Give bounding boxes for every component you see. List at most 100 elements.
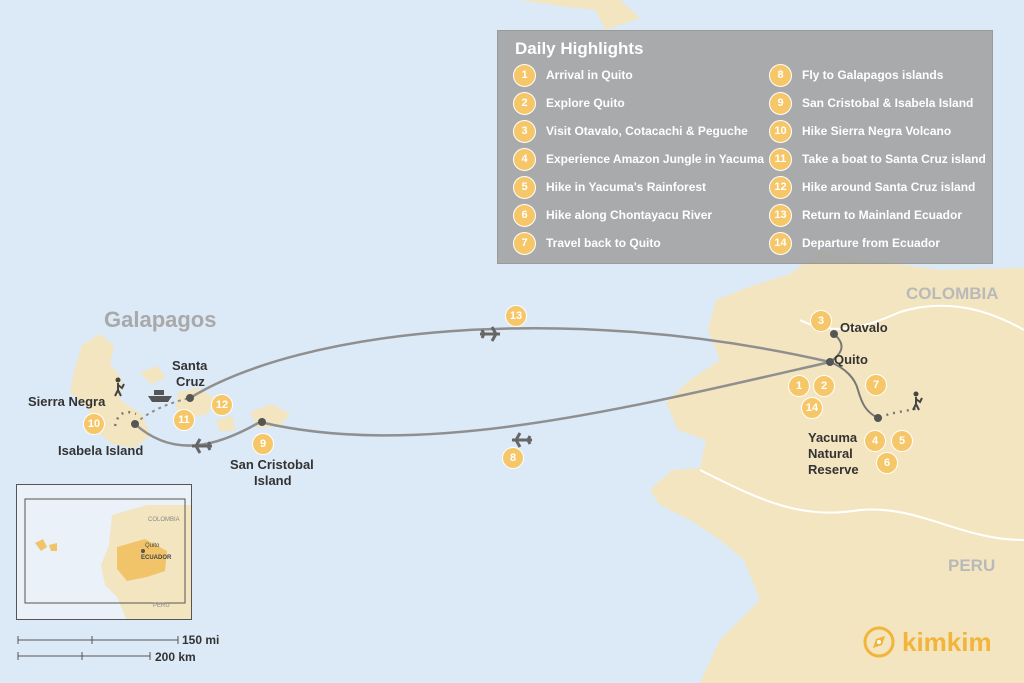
legend-number: 9 — [769, 91, 792, 115]
label-yacuma-line2: Natural — [808, 446, 853, 461]
legend-item: 11 Take a boat to Santa Cruz island — [769, 147, 986, 171]
legend-label: Hike along Chontayacu River — [546, 208, 713, 222]
day-badge: 12 — [211, 394, 233, 416]
legend-item: 7 Travel back to Quito — [513, 231, 661, 255]
day-badge: 2 — [813, 375, 835, 397]
legend-item: 5 Hike in Yacuma's Rainforest — [513, 175, 707, 199]
legend-number: 5 — [513, 175, 536, 199]
land-top — [520, 0, 640, 30]
label-otavalo: Otavalo — [840, 320, 888, 335]
legend-item: 1 Arrival in Quito — [513, 63, 633, 87]
route-flight-return — [189, 326, 831, 400]
legend-item: 4 Experience Amazon Jungle in Yacuma — [513, 147, 765, 171]
legend-label: Take a boat to Santa Cruz island — [802, 152, 986, 166]
legend-label: San Cristobal & Isabela Island — [802, 96, 974, 110]
dot-yacuma — [874, 414, 882, 422]
label-isabela-island: Isabela Island — [58, 443, 144, 458]
day-badge: 7 — [865, 374, 887, 396]
legend-number: 8 — [769, 63, 792, 87]
day-badge: 3 — [810, 310, 832, 332]
legend-number: 14 — [769, 231, 792, 255]
scale-bars — [17, 636, 179, 660]
brand-name: kimkim — [902, 626, 992, 657]
day-badge: 5 — [891, 430, 913, 452]
day-badge: 8 — [502, 447, 524, 469]
trail-sierra-negra — [113, 410, 137, 427]
day-badge: 10 — [83, 413, 105, 435]
label-san-cristobal-line1: San Cristobal — [230, 457, 314, 472]
scale-km: 200 km — [155, 650, 196, 664]
legend-item: 9 San Cristobal & Isabela Island — [769, 91, 974, 115]
legend-item: 10 Hike Sierra Negra Volcano — [769, 119, 952, 143]
label-sierra-negra: Sierra Negra — [28, 394, 106, 409]
route-boat — [134, 397, 191, 425]
dot-santa-cruz — [186, 394, 194, 402]
legend-item: 8 Fly to Galapagos islands — [769, 63, 944, 87]
legend-label: Experience Amazon Jungle in Yacuma — [546, 152, 765, 166]
label-santa-cruz-line2: Cruz — [176, 374, 205, 389]
legend-item: 6 Hike along Chontayacu River — [513, 203, 713, 227]
legend-label: Fly to Galapagos islands — [802, 68, 944, 82]
label-yacuma-line1: Yacuma — [808, 430, 858, 445]
label-yacuma-line3: Reserve — [808, 462, 859, 477]
day-badge: 11 — [173, 409, 195, 431]
legend-number: 11 — [769, 147, 792, 171]
legend-item: 14 Departure from Ecuador — [769, 231, 940, 255]
legend-label: Hike Sierra Negra Volcano — [802, 124, 952, 138]
isabela-island-shape — [70, 334, 150, 448]
hiker-icon-galapagos — [114, 377, 125, 397]
legend-label: Explore Quito — [546, 96, 625, 110]
legend-number: 4 — [513, 147, 536, 171]
label-colombia: COLOMBIA — [906, 284, 999, 303]
day-badge: 9 — [252, 433, 274, 455]
legend-label: Arrival in Quito — [546, 68, 633, 82]
legend-number: 6 — [513, 203, 536, 227]
daily-highlights-legend: Daily Highlights 1 Arrival in Quito 2 Ex… — [497, 30, 993, 264]
inset-label-colombia: COLOMBIA — [148, 517, 180, 523]
label-san-cristobal-line2: Island — [254, 473, 292, 488]
dot-isabela — [131, 420, 139, 428]
inset-quito-dot — [141, 549, 145, 553]
legend-label: Return to Mainland Ecuador — [802, 208, 963, 222]
legend-item: 3 Visit Otavalo, Cotacachi & Peguche — [513, 119, 748, 143]
airplane-icon-west-2 — [192, 438, 212, 454]
legend-item: 13 Return to Mainland Ecuador — [769, 203, 963, 227]
inset-map-svg — [17, 485, 191, 619]
route-quito-yacuma — [829, 361, 879, 419]
legend-label: Visit Otavalo, Cotacachi & Peguche — [546, 124, 748, 138]
kimkim-logo: kimkim — [862, 625, 992, 659]
legend-item: 2 Explore Quito — [513, 91, 625, 115]
label-peru: PERU — [948, 556, 996, 575]
legend-title: Daily Highlights — [515, 39, 644, 58]
inset-frame — [24, 498, 186, 604]
scale-miles: 150 mi — [182, 633, 220, 647]
inset-ecuador-highlight — [117, 539, 167, 581]
legend-label: Travel back to Quito — [546, 236, 661, 250]
legend-item: 12 Hike around Santa Cruz island — [769, 175, 975, 199]
inset-galapagos — [35, 539, 57, 551]
small-island-a — [140, 366, 166, 384]
dot-quito — [826, 358, 834, 366]
inset-label-peru: PERU — [153, 603, 170, 609]
inset-label-quito: Quito — [145, 543, 160, 549]
day-badge: 6 — [876, 452, 898, 474]
label-quito: Quito — [834, 352, 868, 367]
small-island-b — [216, 416, 236, 432]
inset-label-ecuador: ECUADOR — [141, 555, 172, 561]
label-galapagos: Galapagos — [104, 307, 217, 332]
legend-label: Hike in Yacuma's Rainforest — [546, 180, 707, 194]
dot-san-cristobal — [258, 418, 266, 426]
inset-locator-map: COLOMBIA Quito ECUADOR PERU — [16, 484, 192, 620]
legend-number: 12 — [769, 175, 792, 199]
day-badge: 4 — [864, 430, 886, 452]
compass-icon — [863, 626, 895, 658]
mainland-ecuador — [650, 252, 1024, 683]
route-flight-outbound — [259, 360, 831, 437]
airplane-icon-west-1 — [512, 432, 532, 448]
day-badge: 1 — [788, 375, 810, 397]
day-badge: 14 — [801, 397, 823, 419]
legend-number: 13 — [769, 203, 792, 227]
dot-otavalo — [830, 330, 838, 338]
legend-number: 10 — [769, 119, 792, 143]
label-santa-cruz-line1: Santa — [172, 358, 208, 373]
